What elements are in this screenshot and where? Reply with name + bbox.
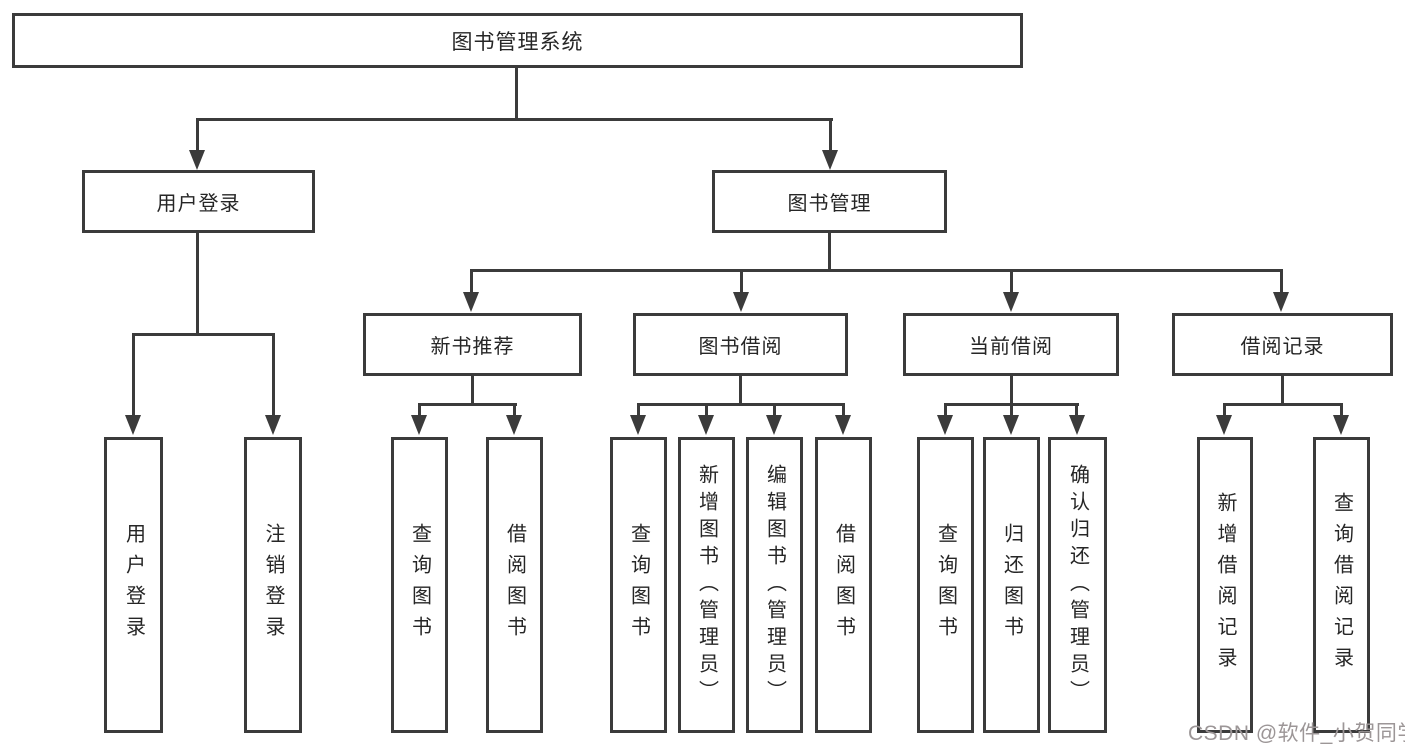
node-user-login: 用户登录 — [82, 170, 315, 233]
node-label: 新书推荐 — [430, 336, 515, 358]
leaf-query-books-borrow: 查询图书 — [610, 437, 667, 733]
node-label: 图书管理 — [787, 193, 872, 215]
connector-vline — [132, 333, 135, 415]
leaf-query-borrow-record: 查询借阅记录 — [1313, 437, 1370, 733]
arrowhead-down-icon — [822, 150, 838, 170]
leaf-logout: 注销登录 — [244, 437, 302, 733]
leaf-query-books-current: 查询图书 — [917, 437, 974, 733]
node-library-management-system: 图书管理系统 — [12, 13, 1023, 68]
connector-vline — [1075, 403, 1078, 417]
node-label: 图书借阅 — [698, 336, 783, 358]
connector-vline — [1281, 376, 1284, 405]
node-label: 当前借阅 — [969, 336, 1053, 358]
connector-hline — [132, 333, 275, 336]
leaf-label: 用户登录 — [122, 523, 145, 647]
arrowhead-down-icon — [1069, 415, 1085, 435]
arrowhead-down-icon — [1273, 292, 1289, 312]
connector-vline — [1223, 403, 1226, 417]
arrowhead-down-icon — [937, 415, 953, 435]
connector-vline — [471, 376, 474, 405]
leaf-return-books: 归还图书 — [983, 437, 1040, 733]
node-label: 图书管理系统 — [451, 30, 584, 54]
leaf-label: 借阅图书 — [503, 523, 526, 647]
leaf-label: 注销登录 — [262, 523, 284, 647]
connector-vline — [637, 403, 640, 417]
arrowhead-down-icon — [506, 415, 522, 435]
node-book-management: 图书管理 — [712, 170, 947, 233]
node-new-book-recommendation: 新书推荐 — [363, 313, 582, 376]
leaf-label: 查询图书 — [934, 523, 957, 647]
leaf-borrow-books-recommend: 借阅图书 — [486, 437, 543, 733]
connector-vline — [828, 233, 831, 272]
connector-vline — [196, 233, 199, 335]
arrowhead-down-icon — [1003, 292, 1019, 312]
leaf-label: 查询图书 — [627, 523, 650, 647]
connector-vline — [705, 403, 708, 417]
arrowhead-down-icon — [1333, 415, 1349, 435]
node-borrowing-records: 借阅记录 — [1172, 313, 1393, 376]
leaf-user-login: 用户登录 — [104, 437, 163, 733]
arrowhead-down-icon — [463, 292, 479, 312]
connector-hline — [418, 403, 517, 406]
arrowhead-down-icon — [766, 415, 782, 435]
arrowhead-down-icon — [125, 415, 141, 435]
leaf-label: 归还图书 — [1000, 523, 1023, 647]
connector-vline — [829, 118, 832, 152]
connector-hline — [1223, 403, 1343, 406]
leaf-label: 新增借阅记录 — [1214, 492, 1236, 678]
node-current-borrowing: 当前借阅 — [903, 313, 1119, 376]
arrowhead-down-icon — [733, 292, 749, 312]
arrowhead-down-icon — [630, 415, 646, 435]
leaf-label: 新增图书（管理员） — [695, 463, 718, 707]
connector-vline — [739, 376, 742, 405]
leaf-query-books-recommend: 查询图书 — [391, 437, 448, 733]
arrowhead-down-icon — [411, 415, 427, 435]
connector-vline — [740, 269, 743, 292]
arrowhead-down-icon — [1216, 415, 1232, 435]
connector-hline — [196, 118, 833, 121]
node-book-borrowing: 图书借阅 — [633, 313, 848, 376]
connector-vline — [418, 403, 421, 417]
connector-vline — [944, 403, 947, 417]
leaf-label: 查询图书 — [408, 523, 431, 647]
leaf-confirm-return-admin: 确认归还（管理员） — [1048, 437, 1107, 733]
connector-vline — [272, 333, 275, 415]
node-label: 借阅记录 — [1240, 336, 1325, 358]
connector-vline — [1280, 269, 1283, 292]
leaf-add-borrow-record: 新增借阅记录 — [1197, 437, 1253, 733]
connector-vline — [196, 118, 199, 152]
connector-vline — [1010, 376, 1013, 405]
arrowhead-down-icon — [189, 150, 205, 170]
leaf-label: 查询借阅记录 — [1330, 492, 1353, 678]
connector-vline — [773, 403, 776, 417]
arrowhead-down-icon — [698, 415, 714, 435]
leaf-edit-book-admin: 编辑图书（管理员） — [746, 437, 803, 733]
arrowhead-down-icon — [265, 415, 281, 435]
watermark: CSDN @软件_小贺同学 — [1188, 722, 1405, 745]
leaf-borrow-books: 借阅图书 — [815, 437, 872, 733]
connector-vline — [470, 269, 473, 292]
leaf-add-book-admin: 新增图书（管理员） — [678, 437, 735, 733]
connector-vline — [842, 403, 845, 417]
connector-hline — [470, 269, 1283, 272]
connector-vline — [1010, 269, 1013, 292]
leaf-label: 确认归还（管理员） — [1066, 463, 1089, 707]
leaf-label: 借阅图书 — [832, 523, 855, 647]
arrowhead-down-icon — [1003, 415, 1019, 435]
connector-vline — [1340, 403, 1343, 417]
connector-hline — [637, 403, 845, 406]
node-label: 用户登录 — [156, 193, 241, 215]
connector-vline — [1010, 403, 1013, 417]
arrowhead-down-icon — [835, 415, 851, 435]
leaf-label: 编辑图书（管理员） — [763, 463, 786, 707]
connector-vline — [515, 68, 518, 120]
connector-vline — [513, 403, 516, 417]
